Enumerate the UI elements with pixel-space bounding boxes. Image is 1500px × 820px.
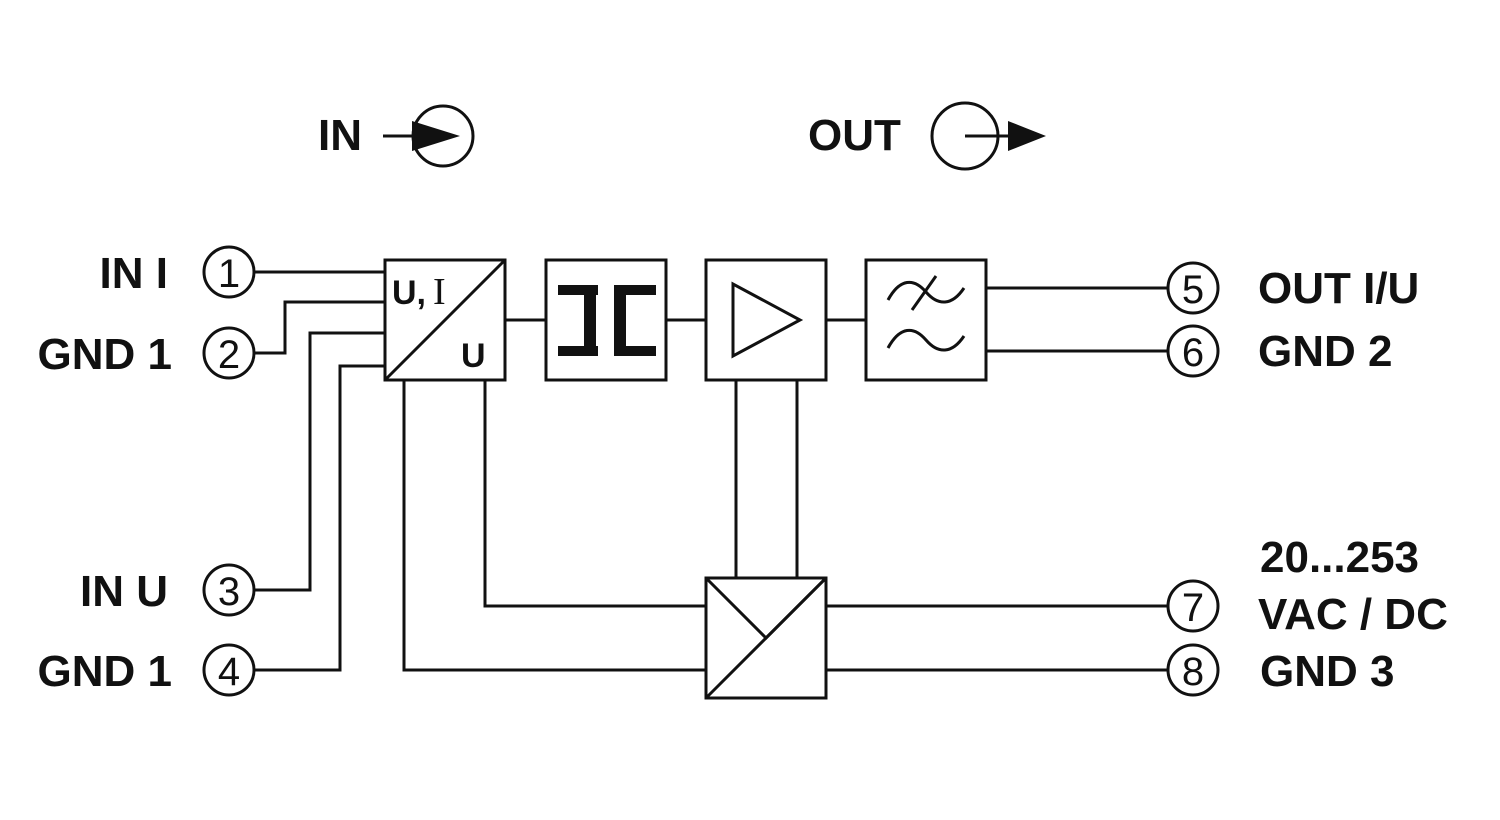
output-terminal-8: 8 GND 3 (1166, 643, 1394, 697)
terminal-number: 8 (1182, 650, 1204, 694)
input-direction-icon (383, 104, 475, 168)
output-label-gnd-3: GND 3 (1260, 647, 1394, 696)
input-label-gnd-1: GND 1 (38, 330, 172, 379)
input-terminal-3: IN U 3 (80, 563, 256, 617)
wiring (254, 270, 1168, 672)
output-terminal-6: 6 GND 2 (1166, 324, 1392, 378)
input-label-in-u: IN U (80, 567, 168, 616)
terminal-number: 5 (1182, 268, 1204, 312)
terminal-number: 1 (218, 252, 240, 296)
power-supply-block (704, 576, 828, 700)
output-label-gnd-2: GND 2 (1258, 327, 1392, 376)
input-terminal-1: IN I 1 (100, 245, 256, 299)
output-terminal-5: 5 OUT I/U (1166, 261, 1419, 315)
converter-input-label-current: I (433, 271, 446, 313)
input-terminal-2: GND 1 2 (38, 326, 256, 380)
output-direction-icon (930, 101, 1046, 171)
legend-out-label: OUT (808, 111, 901, 160)
legend-in-label: IN (318, 111, 362, 160)
amplifier-icon (731, 281, 804, 359)
converter-block: U, I U (383, 258, 507, 382)
isolation-icon (558, 285, 656, 356)
filter-icon (886, 275, 966, 352)
input-label-gnd-1: GND 1 (38, 647, 172, 696)
terminal-number: 7 (1182, 586, 1204, 630)
terminal-number: 2 (218, 333, 240, 377)
converter-input-label: U, (392, 274, 426, 312)
converter-output-label: U (461, 337, 486, 375)
isolation-block (544, 258, 668, 382)
supply-voltage-type: VAC / DC (1258, 590, 1448, 639)
output-label-out-iu: OUT I/U (1258, 264, 1419, 313)
filter-block (864, 258, 988, 382)
terminal-number: 6 (1182, 331, 1204, 375)
terminal-number: 4 (218, 650, 240, 694)
terminal-number: 3 (218, 570, 240, 614)
input-terminal-4: GND 1 4 (38, 643, 256, 697)
supply-voltage-range: 20...253 (1260, 533, 1419, 582)
output-terminal-7: 20...253 7 VAC / DC (1166, 533, 1448, 639)
amplifier-block (704, 258, 828, 382)
input-label-in-i: IN I (100, 249, 168, 298)
